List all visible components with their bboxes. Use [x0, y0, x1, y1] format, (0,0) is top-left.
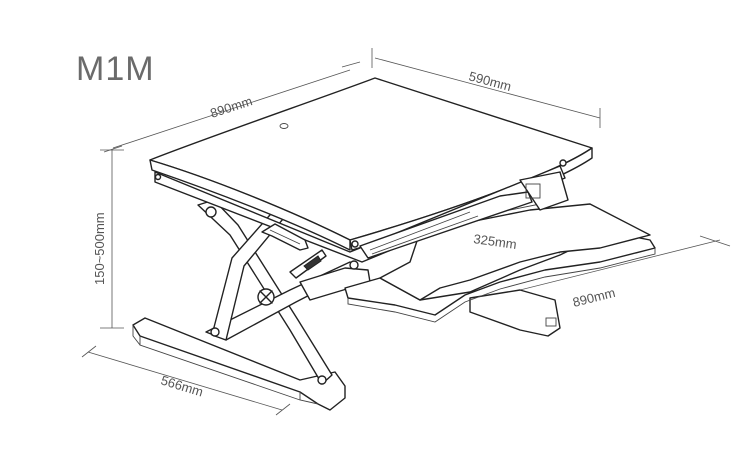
dim-desk-width: 890mm	[208, 93, 254, 121]
dim-height-range: 150~500mm	[92, 212, 107, 285]
desk-base	[132, 289, 561, 411]
dim-base-depth: 566mm	[159, 373, 205, 400]
dim-keyboard-depth: 325mm	[473, 231, 518, 252]
dim-keyboard-width: 890mm	[571, 285, 617, 310]
dim-desk-depth: 590mm	[467, 68, 513, 94]
model-title: M1M	[76, 50, 155, 88]
desk-top	[149, 77, 593, 263]
scissor-arms	[197, 189, 371, 385]
